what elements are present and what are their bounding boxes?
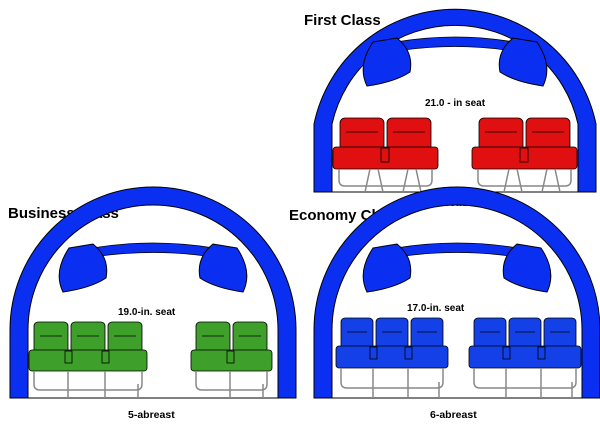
economy-class-right-seat-block <box>468 317 582 369</box>
seat-legs <box>67 371 139 398</box>
armrest <box>380 147 390 163</box>
business-class-seats <box>28 321 273 372</box>
economy-class-fuselage-wall <box>313 186 600 399</box>
first-class-ceiling-panel <box>395 36 515 51</box>
armrest <box>101 350 110 364</box>
first-class-left-seat-block <box>332 117 439 170</box>
seat-frame <box>477 169 572 187</box>
armrest <box>369 346 378 360</box>
seat-frame <box>195 371 268 391</box>
armrest <box>404 346 413 360</box>
armrest <box>537 346 546 360</box>
business-class-left-overhead-bin <box>58 243 108 293</box>
seat-cushion <box>28 349 148 372</box>
seat-legs <box>503 168 561 193</box>
economy-class-ceiling-panel <box>395 242 519 257</box>
seat-frame <box>33 371 143 391</box>
business-class-seat-width-label: 19.0-in. seat <box>118 307 176 318</box>
economy-class-right-overhead-bin <box>502 243 552 293</box>
business-class-fuselage-wall <box>9 186 297 399</box>
first-class-seat-frames <box>338 168 572 193</box>
first-class-fuselage <box>313 8 597 193</box>
economy-class-abreast-label: 6-abreast <box>430 409 477 421</box>
seat-frame <box>338 169 433 187</box>
seat-legs <box>372 368 440 398</box>
economy-class-section: Economy Class <box>289 186 600 421</box>
first-class-seat-width-label: 21.0 - in seat <box>425 98 486 109</box>
seat-cushion <box>335 345 449 369</box>
economy-class-left-seat-block <box>335 317 449 369</box>
armrest <box>519 147 529 163</box>
first-class-right-seat-block <box>471 117 578 170</box>
first-class-section: First Class <box>304 8 597 209</box>
economy-class-seat-width-label: 17.0-in. seat <box>407 303 465 314</box>
business-class-seat-frames <box>33 371 268 398</box>
business-class-right-overhead-bin <box>198 243 248 293</box>
business-class-ceiling-panel <box>91 242 215 257</box>
first-class-right-overhead-bin <box>498 37 548 87</box>
economy-class-seat-frames <box>340 368 577 398</box>
seat-legs <box>364 168 422 193</box>
seat-cushion <box>468 345 582 369</box>
business-class-section: Business Class <box>8 186 297 421</box>
business-class-right-seat-block <box>190 321 273 372</box>
armrest <box>64 350 73 364</box>
armrest <box>502 346 511 360</box>
armrest <box>226 350 235 364</box>
business-class-abreast-label: 5-abreast <box>128 409 175 421</box>
first-class-seats <box>332 117 578 170</box>
economy-class-seats <box>335 317 582 369</box>
first-class-left-overhead-bin <box>362 37 412 87</box>
economy-class-fuselage <box>313 186 600 399</box>
economy-class-left-overhead-bin <box>362 243 412 293</box>
seat-legs <box>505 368 573 398</box>
business-class-left-seat-block <box>28 321 148 372</box>
first-class-title: First Class <box>304 12 381 29</box>
seat-frame <box>340 368 444 389</box>
seat-frame <box>473 368 577 389</box>
seat-legs <box>229 371 264 398</box>
business-class-fuselage <box>9 186 297 399</box>
